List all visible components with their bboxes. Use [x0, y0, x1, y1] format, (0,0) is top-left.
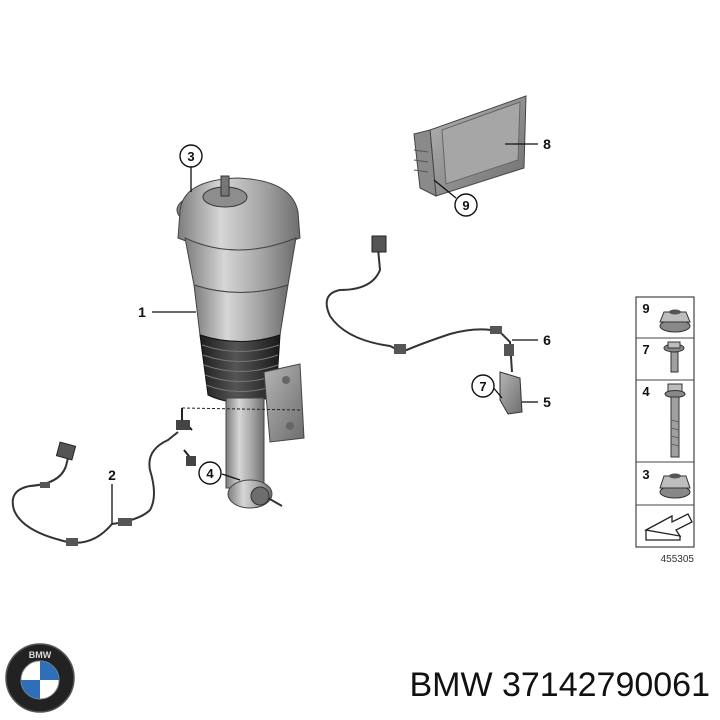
callout-7[interactable]: 7 [471, 374, 495, 398]
legend-row-7-number: 7 [642, 342, 649, 357]
air-strut-assembly [176, 175, 305, 509]
sensor-cable-2 [11, 431, 179, 546]
callout-4[interactable]: 4 [198, 461, 222, 485]
legend-row-4-number: 4 [642, 384, 650, 399]
callout-6[interactable]: 6 [543, 332, 551, 348]
diagram-number: 455305 [661, 554, 695, 565]
fastener-legend: 9 7 4 3 [635, 296, 695, 548]
callout-6-label: 6 [543, 332, 551, 348]
control-unit-8 [413, 95, 527, 197]
flange-bolt-short-icon [663, 341, 685, 373]
bmw-roundel-icon: BMW [5, 643, 75, 713]
callout-2[interactable]: 2 [108, 467, 116, 483]
legend-row-3-number: 3 [642, 467, 649, 482]
long-bolt-icon [664, 383, 686, 458]
callout-2-label: 2 [108, 467, 116, 483]
callout-8-label: 8 [543, 136, 551, 152]
callout-9[interactable]: 9 [454, 193, 478, 217]
callout-1[interactable]: 1 [138, 304, 146, 320]
flange-nut-icon [659, 473, 691, 499]
direction-arrow-icon [644, 513, 693, 541]
callout-8[interactable]: 8 [543, 136, 551, 152]
part-number-label: BMW 37142790061 [409, 666, 710, 704]
callout-5[interactable]: 5 [543, 394, 551, 410]
flange-nut-icon [659, 309, 691, 333]
strut-air-spring-body [193, 284, 289, 342]
strut-top-stud [220, 175, 230, 197]
legend-row-9-number: 9 [642, 301, 649, 316]
callout-9-label: 9 [462, 198, 469, 213]
svg-text:BMW: BMW [29, 650, 52, 660]
sensor-bracket-5 [499, 371, 523, 415]
callout-7-label: 7 [479, 379, 486, 394]
callout-4-label: 4 [206, 466, 214, 481]
strut-damper-tube [225, 397, 265, 489]
callout-3[interactable]: 3 [179, 144, 203, 168]
callout-5-label: 5 [543, 394, 551, 410]
strut-valve-block [263, 363, 305, 443]
leader-lines [111, 143, 538, 524]
callout-3-label: 3 [187, 149, 194, 164]
callout-1-label: 1 [138, 304, 146, 320]
